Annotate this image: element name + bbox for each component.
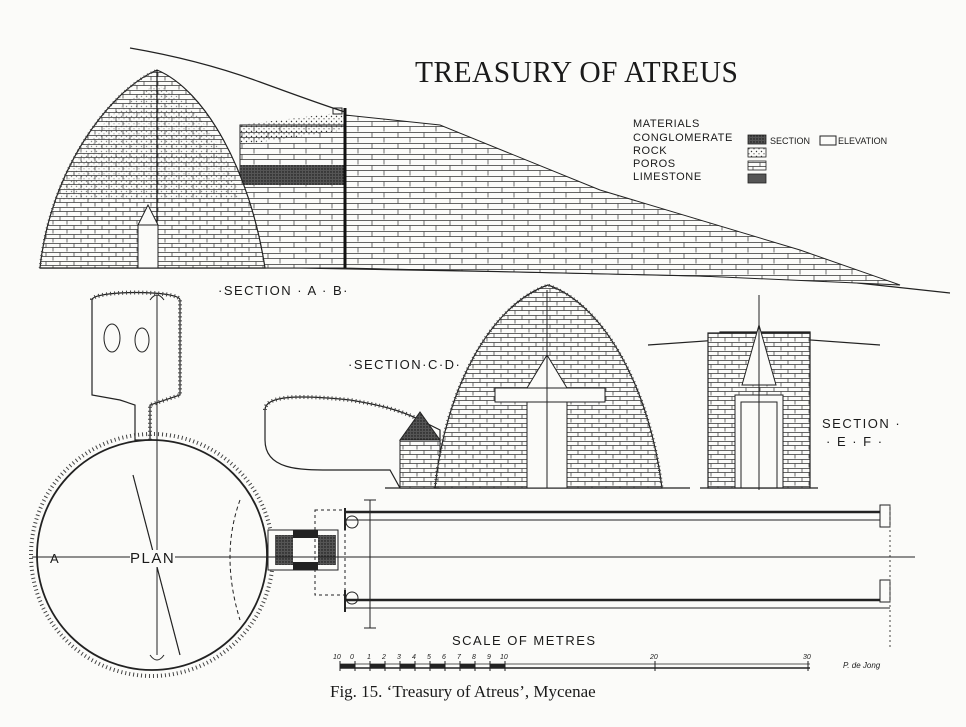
- plan-label: PLAN: [130, 550, 176, 567]
- artist-signature: P. de Jong: [843, 661, 881, 670]
- diagram-title: TREASURY OF ATREUS: [415, 54, 739, 89]
- scale-tick-30: 30: [803, 654, 811, 661]
- figure-caption: Fig. 15. ‘Treasury of Atreus’, Mycenae: [330, 682, 596, 701]
- legend-section-label: SECTION: [770, 136, 811, 146]
- scale-tick-2: 2: [382, 654, 386, 661]
- scale-tick-7: 7: [457, 654, 461, 661]
- scale-tick-8: 8: [472, 654, 476, 661]
- legend-item-limestone: LIMESTONE: [633, 171, 702, 183]
- scale-tick-20: 20: [650, 654, 658, 661]
- legend-heading: MATERIALS: [633, 118, 700, 130]
- scale-tick-1: 1: [367, 654, 371, 661]
- scale-tick-3: 3: [397, 654, 401, 661]
- scale-tick-4: 4: [412, 654, 416, 661]
- section-ef-label-line2: · E · F ·: [826, 434, 884, 449]
- section-ab-label: ·SECTION · A · B·: [218, 283, 349, 298]
- legend-item-conglomerate: CONGLOMERATE: [633, 132, 733, 144]
- scale-tick-6: 6: [442, 654, 446, 661]
- section-ef-label-line1: SECTION ·: [822, 416, 902, 431]
- section-ab-drawing: [38, 47, 951, 294]
- scale-tick-10-left: 10: [333, 654, 341, 661]
- scale-tick-0: 0: [350, 654, 354, 661]
- materials-legend-swatches: [747, 134, 837, 184]
- legend-item-poros: POROS: [633, 158, 676, 170]
- axis-a-label: A: [50, 551, 61, 566]
- scale-tick-9: 9: [487, 654, 491, 661]
- scale-bar: [339, 661, 810, 671]
- section-cd-drawing: [263, 283, 690, 489]
- section-ef-drawing: [647, 295, 881, 490]
- legend-elevation-label: ELEVATION: [838, 136, 888, 146]
- scale-tick-5: 5: [427, 654, 431, 661]
- scale-tick-10: 10: [500, 654, 508, 661]
- section-cd-label: ·SECTION·C·D·: [348, 357, 462, 372]
- scale-title: SCALE OF METRES: [452, 633, 597, 648]
- legend-item-rock: ROCK: [633, 145, 668, 157]
